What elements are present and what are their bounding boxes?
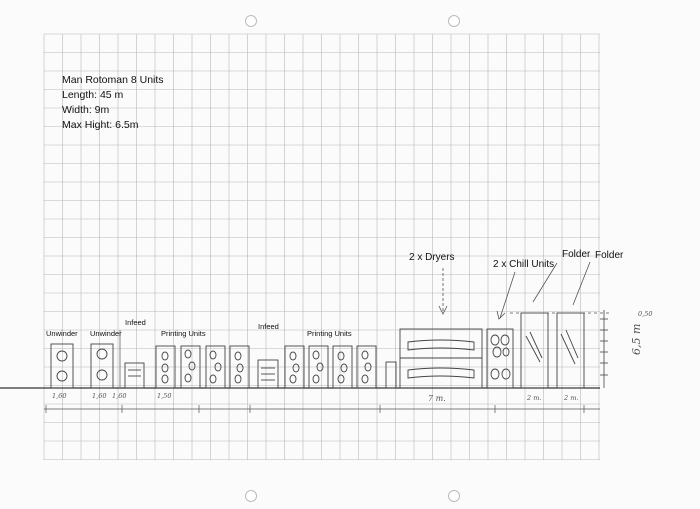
label-infeed-1: Infeed xyxy=(125,318,146,327)
label-printing-units-1: Printing Units xyxy=(161,329,206,338)
label-unwinder-1: Unwinder xyxy=(46,329,78,338)
machine-title: Man Rotoman 8 Units xyxy=(62,74,164,86)
dimension-5: 7 m. xyxy=(428,394,446,403)
folders-drawing xyxy=(520,312,585,389)
punch-hole-top xyxy=(245,15,257,27)
unwinder-1-drawing xyxy=(50,343,74,389)
chill-units-drawing xyxy=(486,328,514,389)
label-printing-units-2: Printing Units xyxy=(307,329,352,338)
dimension-2: 1,60 xyxy=(92,392,107,400)
machine-length: Length: 45 m xyxy=(62,89,124,101)
dimension-7: 2 m. xyxy=(564,394,579,402)
total-height: 6,5 m xyxy=(630,323,643,355)
dimension-3: 1,60 xyxy=(112,392,127,400)
machine-width: Width: 9m xyxy=(62,104,110,116)
punch-hole-top xyxy=(448,15,460,27)
punch-hole-bottom xyxy=(448,490,460,502)
height-mark: 0,50 xyxy=(638,310,653,318)
dimension-6: 2 m. xyxy=(527,394,542,402)
label-dryers: 2 x Dryers xyxy=(409,252,455,263)
label-infeed-2: Infeed xyxy=(258,322,279,331)
label-chill-units: 2 x Chill Units xyxy=(493,259,555,270)
infeed-1-drawing xyxy=(119,330,145,389)
infeed-2-drawing xyxy=(257,359,279,389)
printing-units-1-drawing xyxy=(155,345,250,389)
dimension-4: 1,50 xyxy=(157,392,172,400)
dimension-1: 1,60 xyxy=(52,392,67,400)
machine-height: Max Hight: 6.5m xyxy=(62,119,139,131)
punch-hole-bottom xyxy=(245,490,257,502)
label-folder-1: Folder xyxy=(562,249,591,260)
label-unwinder-2: Unwinder xyxy=(90,329,122,338)
dryers-drawing xyxy=(399,328,483,389)
machine-info: Man Rotoman 8 Units Length: 45 m Width: … xyxy=(62,73,164,133)
printing-units-2-drawing xyxy=(284,345,397,389)
label-folder-2: Folder xyxy=(595,250,624,261)
unwinder-2-drawing xyxy=(90,343,114,389)
